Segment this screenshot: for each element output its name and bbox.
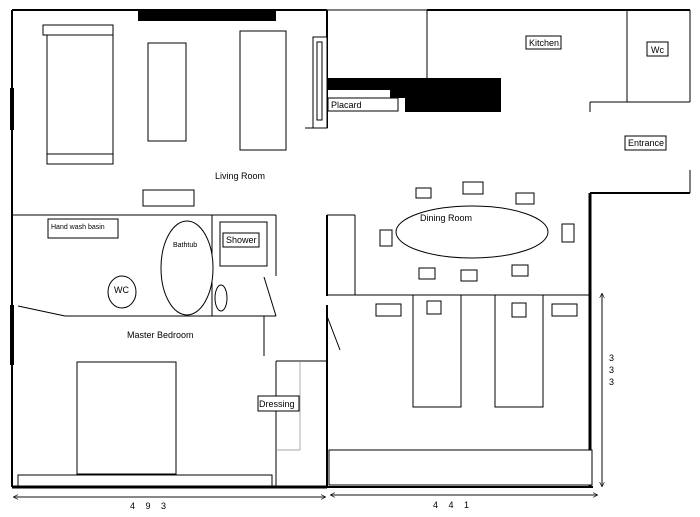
bed — [76, 361, 177, 475]
label-placard: Placard — [331, 100, 362, 110]
bed-right — [494, 294, 544, 408]
chair — [379, 229, 393, 247]
label-master-bedroom: Master Bedroom — [127, 330, 194, 340]
kitchen-label-box — [525, 35, 562, 50]
coffee-table — [147, 42, 187, 142]
wardrobe-door — [316, 41, 323, 121]
dimension-lines — [14, 294, 602, 497]
bathroom-fixtures — [47, 218, 268, 316]
dimension-right-3: 3 — [609, 377, 614, 387]
dining-furniture — [379, 181, 575, 282]
placard-label-box — [327, 97, 399, 112]
bedroom-wall-cabinet — [17, 474, 273, 487]
chair — [561, 223, 575, 243]
bed-left — [412, 294, 462, 408]
label-dressing: Dressing — [259, 399, 295, 409]
left-wall-accent-bottom — [10, 305, 14, 365]
dressing-label-box — [257, 395, 300, 412]
label-living-room: Living Room — [215, 171, 265, 181]
dimension-right-1: 3 — [609, 353, 614, 363]
label-wc-top: Wc — [651, 45, 664, 55]
label-entrance: Entrance — [628, 138, 664, 148]
top-wall-block — [138, 9, 276, 21]
dimension-right-2: 3 — [609, 365, 614, 375]
bathtub — [160, 220, 214, 316]
label-kitchen: Kitchen — [529, 38, 559, 48]
bottom-wardrobe — [328, 449, 593, 486]
label-wc-bath: WC — [114, 285, 129, 295]
chair — [515, 192, 535, 205]
sofa — [46, 34, 114, 161]
dimension-bottom-left: 4 9 3 — [130, 501, 170, 511]
chair — [462, 181, 484, 195]
living-room-furniture — [42, 24, 328, 207]
chair — [415, 187, 432, 199]
left-wall-accent-top — [10, 88, 14, 130]
chair — [418, 267, 436, 280]
pillow — [511, 302, 527, 318]
bedroom-furniture — [17, 361, 300, 487]
tv-stand — [142, 189, 195, 207]
hand-wash-basin — [47, 218, 119, 239]
chair — [511, 264, 529, 277]
shower-inner — [222, 232, 260, 248]
room-labels: Living Room Kitchen Wc Placard Entrance … — [51, 35, 669, 409]
nightstand-right — [551, 303, 578, 317]
bidet — [214, 284, 228, 312]
wc-label-box — [646, 41, 669, 57]
sofa-top-cushion — [42, 24, 114, 36]
entrance-label-box — [624, 135, 667, 151]
label-hand-wash-basin: Hand wash basin — [51, 224, 105, 231]
toilet — [107, 275, 137, 309]
dimension-bottom-right: 4 4 1 — [433, 500, 473, 510]
label-bathtub: Bathtub — [173, 242, 197, 249]
label-dining-room: Dining Room — [420, 213, 472, 223]
pillow — [426, 300, 442, 315]
dining-table — [395, 205, 549, 259]
sideboard — [239, 30, 287, 151]
label-shower: Shower — [226, 235, 257, 245]
nightstand-left — [375, 303, 402, 317]
chair — [460, 269, 478, 282]
black-partition — [327, 78, 501, 112]
second-bedroom-furniture — [328, 294, 593, 486]
sofa-bottom-cushion — [46, 153, 114, 165]
